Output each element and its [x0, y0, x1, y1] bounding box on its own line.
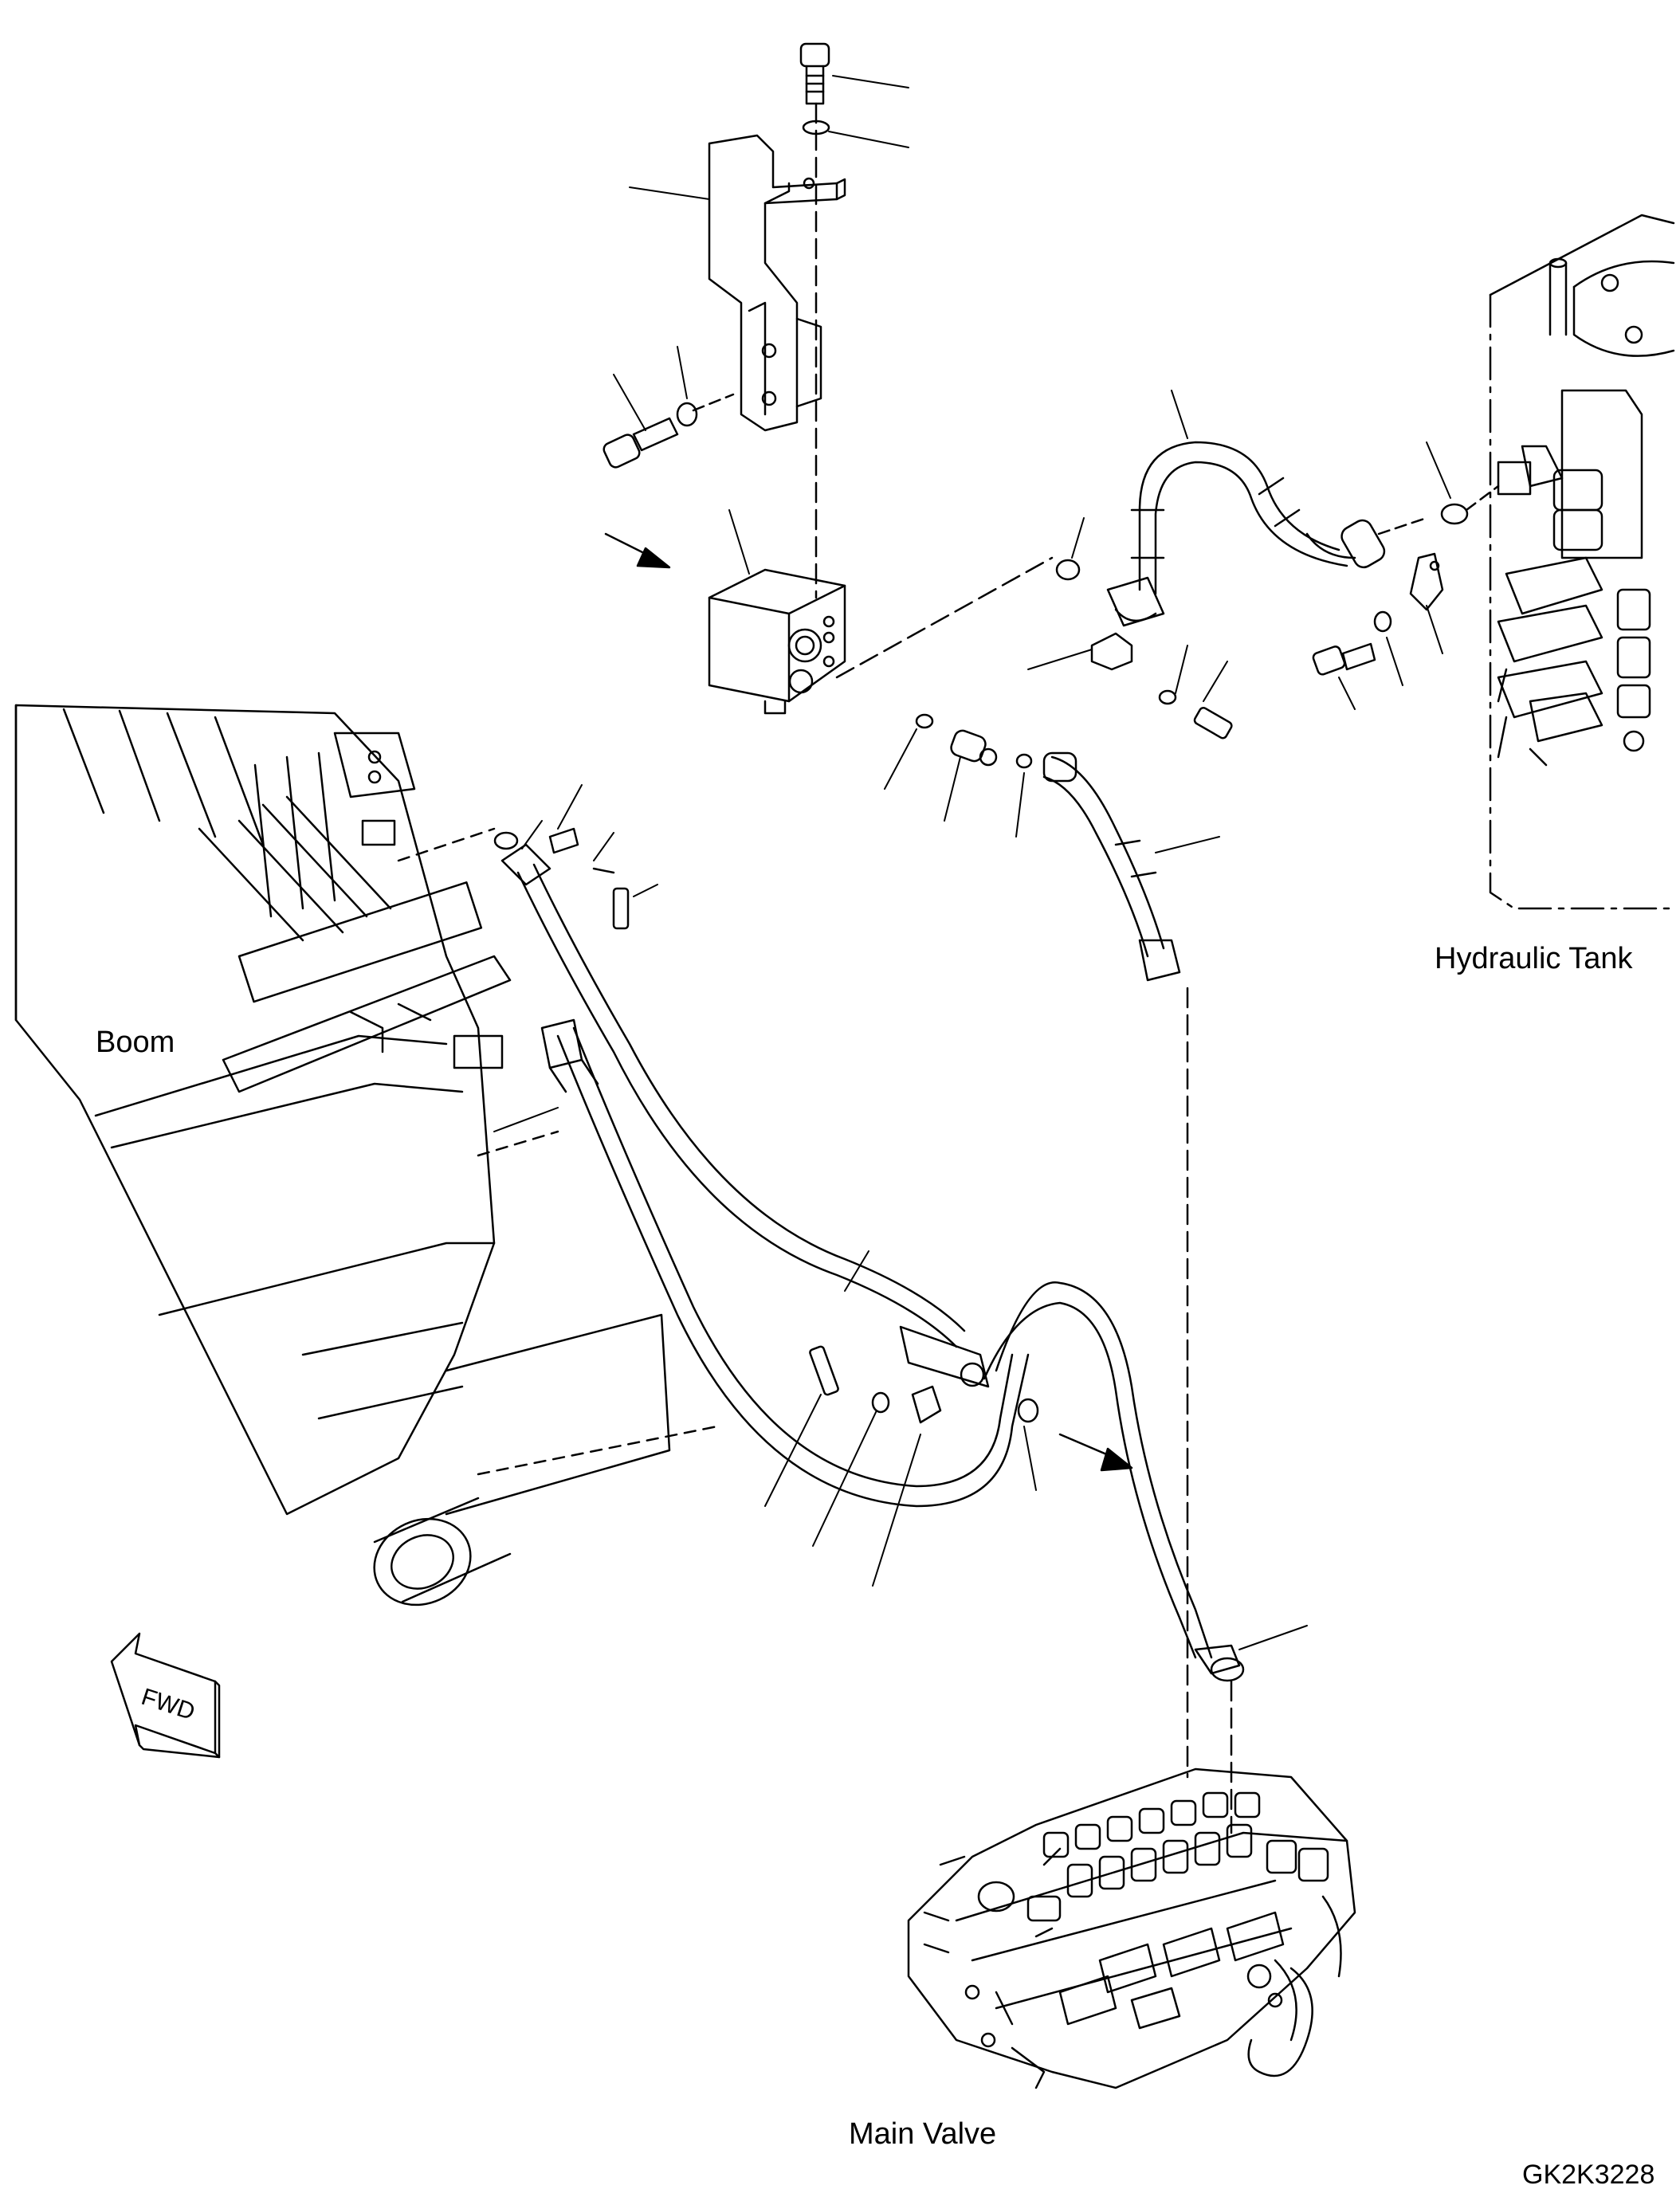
- drawing-number: GK2K3228: [1522, 2160, 1654, 2190]
- boom-hose-upper: [502, 845, 1243, 1681]
- hydraulic-tank-part: [1490, 215, 1674, 908]
- valve-fittings: [917, 715, 1031, 767]
- split-flange-clamps: [1092, 554, 1443, 669]
- top-bolt: [801, 44, 829, 104]
- side-washer: [677, 403, 697, 426]
- leader-lines: [494, 76, 1450, 1650]
- boom-fittings: [495, 829, 1038, 1422]
- boom-label: Boom: [96, 1026, 175, 1059]
- main-valve-part: [909, 1769, 1355, 2088]
- fwd-indicator: [112, 1634, 219, 1757]
- middle-hose: [1044, 753, 1180, 980]
- fwd-label: FWD: [138, 1684, 198, 1725]
- boom-hose-lower: [542, 1020, 1028, 1506]
- side-bolt: [602, 418, 677, 469]
- main-valve-label: Main Valve: [849, 2117, 996, 2151]
- tank-hose: [1057, 442, 1498, 626]
- flange-bolts: [1160, 612, 1391, 740]
- solenoid-valve-block: [709, 570, 845, 713]
- boom-part: [16, 705, 717, 1620]
- hydraulic-tank-label: Hydraulic Tank: [1435, 942, 1634, 975]
- mounting-bracket: [709, 135, 845, 430]
